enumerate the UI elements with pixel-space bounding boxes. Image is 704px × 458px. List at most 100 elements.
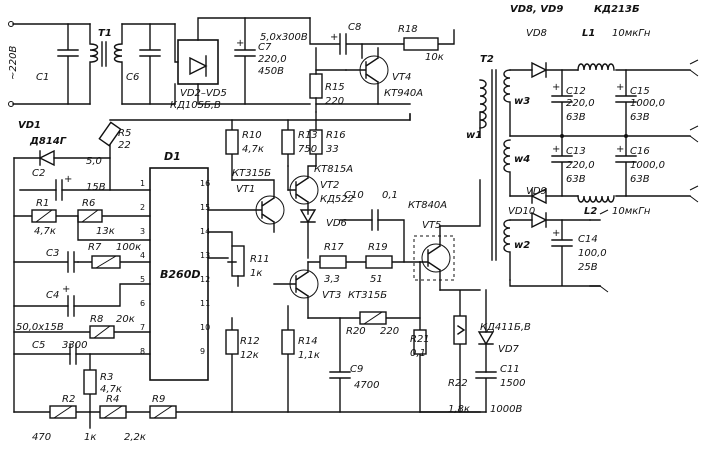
R14-label: R14 [298,336,318,347]
C7-label: C7 [258,42,272,53]
VD8-VD9-label: VD8, VD9 [510,4,563,15]
T2-transformer: T2 w1 w3 w4 w2 [466,54,530,281]
R4-value: 1к [84,432,96,443]
R6-label: R6 [82,198,95,209]
R3-label: R3 [100,372,113,383]
C11-value: 1500 [500,378,525,389]
svg-text:+: + [62,284,70,295]
R3-value: 4,7к [100,384,122,395]
ic-pin-14: 14 [200,227,210,236]
R11-label: R11 [250,254,270,265]
C1-label: C1 [36,72,49,83]
C12-value: 220,0 [566,98,595,109]
VT1-label: VT1 [236,184,255,195]
C13-value: 220,0 [566,160,595,171]
VT1-type: КТ315Б [232,168,271,179]
R22-value: 1,8к [448,404,470,415]
VD7-type: КД411Б,В [480,322,531,333]
svg-text:+: + [552,82,560,93]
mains-label: ~220В [8,46,19,80]
w2-label: w2 [514,240,530,251]
VT4-label: VT4 [392,72,411,83]
R10-label: R10 [242,130,262,141]
L2-value: 10мкГн [612,206,651,217]
C12-label: C12 [566,86,586,97]
R17-value: 3,3 [324,274,340,285]
D1-label: D1 [164,150,181,163]
w1-label: w1 [466,130,482,141]
VT3-type: КТ315Б [348,290,387,301]
R16-value: 33 [326,144,339,155]
svg-text:+: + [616,144,624,155]
VD6-label: VD6 [326,218,347,229]
ic-pin-12: 12 [200,275,210,284]
VD2-VD5-type: КД105Б,В [170,100,221,111]
VT4-type: КТ940А [384,88,423,99]
C14-value: 100,0 [578,248,607,259]
driver-middle: R11 1к C10 0,1 R17 R19 3,3 51 VT3 КТ315Б [207,190,421,319]
R5-label: R5 [118,128,131,139]
R18-label: R18 [398,24,418,35]
D1-type: В260D [160,268,200,281]
R8-label: R8 [90,314,103,325]
VD8-VD9-type: КД213Б [594,4,640,15]
C15-label: C15 [630,86,650,97]
svg-text:+: + [330,32,338,43]
VD1-type: Д814Г [29,136,67,147]
C15-voltage: 63В [630,112,650,123]
R15-value: 220 [325,96,344,107]
R21-value: 0,1 [410,348,426,359]
VD10-label: VD10 [508,206,535,217]
R12-label: R12 [240,336,260,347]
D1-left-network: R1 4,7к R6 13к C3 R7 100к + C4 50,0x15В … [13,198,151,413]
VD6-type: КД522 [320,194,354,205]
R14-value: 1,1к [298,350,320,361]
C7-value: 220,0 [258,54,287,65]
R19-value: 51 [370,274,383,285]
R19-label: R19 [368,242,388,253]
C16-value: 1000,0 [630,160,665,171]
R1-label: R1 [36,198,49,209]
ic-pin-13: 13 [200,251,210,260]
svg-text:+: + [552,228,560,239]
ic-pin-2: 2 [140,203,145,212]
svg-text:+: + [616,82,624,93]
snubber: КД411Б,В VD7 R22 1,8к C11 1500 1000В [419,289,531,415]
bridge-rectifier: VD2–VD5 КД105Б,В [170,17,311,111]
C6-label: C6 [126,72,139,83]
C12-voltage: 63В [566,112,586,123]
w3-label: w3 [514,96,530,107]
VT3-label: VT3 [322,290,341,301]
ic-pin-1: 1 [140,179,145,188]
C16-voltage: 63В [630,174,650,185]
C3-label: C3 [46,248,59,259]
C2-voltage: 15В [86,182,106,193]
C10-label: C10 [344,190,364,201]
C5-value: 3300 [62,340,87,351]
C8-label: C8 [348,22,361,33]
mains-input: ~220В C1 [8,21,91,107]
C11-label: C11 [500,364,520,375]
C8-R18-VT4: 5,0x300В + C8 R18 10к VT4 КТ940А R15 220 [260,17,455,113]
R8-value: 20к [116,314,135,325]
w2-rail: VD10 + C14 100,0 25В [508,206,609,293]
R12-value: 12к [240,350,259,361]
C14-voltage: 25В [578,262,598,273]
L2-label: L2 [584,206,597,217]
R7-value: 100к [116,242,141,253]
ic-pin-6: 6 [140,299,145,308]
C4-label: C4 [46,290,59,301]
VD1-label: VD1 [18,120,41,131]
svg-text:+: + [552,144,560,155]
R17-label: R17 [324,242,344,253]
T1-transformer: T1 C6 [89,23,176,105]
C9-value: 4700 [354,380,379,391]
ic-pin-16: 16 [200,179,210,188]
L1-label: L1 [582,28,595,39]
driver-top: R10 4,7к R13 750 R16 33 КТ315Б VT1 КТ815… [207,111,354,259]
R10-value: 4,7к [242,144,264,155]
C5-label: C5 [32,340,45,351]
R20-label: R20 [346,326,366,337]
